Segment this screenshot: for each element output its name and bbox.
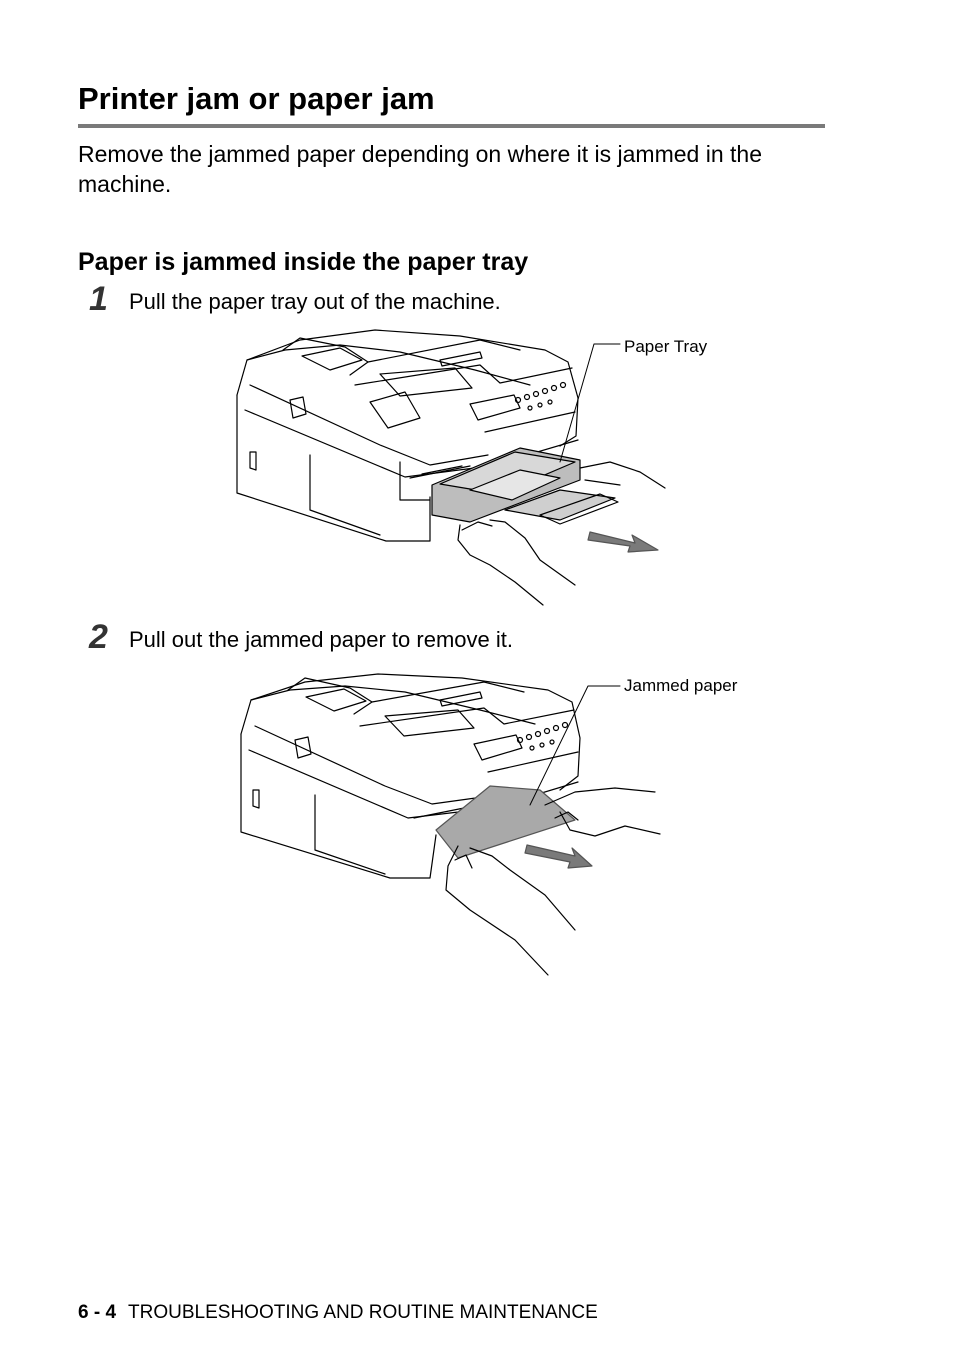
- step-2-number: 2: [89, 618, 108, 656]
- page-footer: 6 - 4 TROUBLESHOOTING AND ROUTINE MAINTEN…: [78, 1301, 598, 1325]
- callout-paper-tray: Paper Tray: [624, 337, 708, 356]
- footer-chapter: TROUBLESHOOTING AND ROUTINE MAINTENANCE: [128, 1302, 598, 1323]
- callout-line-2: [529, 685, 621, 806]
- hands-illustration: [457, 461, 666, 606]
- page-title: Printer jam or paper jam: [78, 81, 435, 116]
- intro-paragraph: Remove the jammed paper depending on whe…: [78, 141, 762, 197]
- section-heading: Paper is jammed inside the paper tray: [78, 248, 529, 276]
- callout-jammed-paper: Jammed paper: [624, 676, 738, 695]
- callout-line-1: [559, 343, 621, 463]
- paper-tray-illustration: [431, 447, 619, 525]
- pull-arrow-1: [587, 531, 659, 553]
- title-rule: [78, 124, 825, 128]
- pull-arrow-2: [524, 844, 593, 869]
- footer-page-number: 6 - 4: [78, 1302, 117, 1323]
- step-2-text: Pull out the jammed paper to remove it.: [129, 627, 513, 652]
- step-1-number: 1: [89, 280, 108, 318]
- step-1-text: Pull the paper tray out of the machine.: [129, 289, 501, 314]
- hands-illustration: [445, 787, 661, 976]
